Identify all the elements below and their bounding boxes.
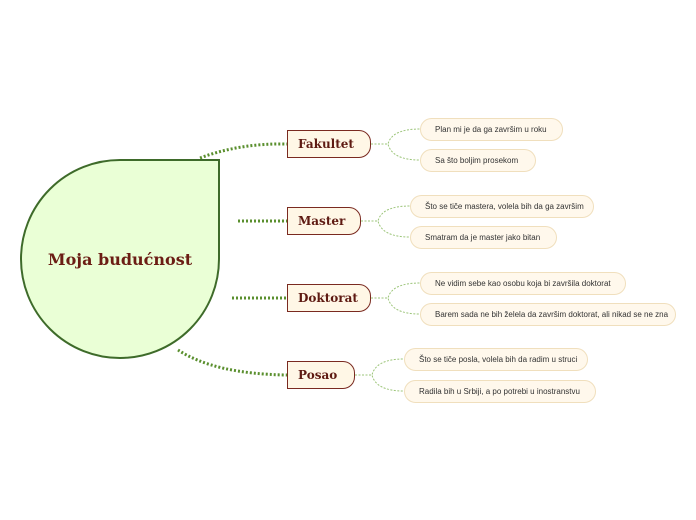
leaf-label: Radila bih u Srbiji, a po potrebi u inos… — [419, 387, 580, 396]
leaf-label: Što se tiče posla, volela bih da radim u… — [419, 355, 578, 364]
leaf-master-1[interactable]: Što se tiče mastera, volela bih da ga za… — [410, 195, 594, 218]
connector-fakultet-leaf-2 — [371, 143, 421, 161]
central-topic[interactable]: Moja budućnost — [20, 159, 220, 359]
leaf-posao-1[interactable]: Što se tiče posla, volela bih da radim u… — [404, 348, 588, 371]
leaf-doktorat-2[interactable]: Barem sada ne bih želela da završim dokt… — [420, 303, 676, 326]
leaf-label: Barem sada ne bih želela da završim dokt… — [435, 310, 669, 319]
branch-label: Fakultet — [298, 137, 354, 151]
leaf-fakultet-2[interactable]: Sa što boljim prosekom — [420, 149, 536, 172]
connector-master-leaf-1 — [361, 205, 411, 222]
leaf-label: Plan mi je da ga završim u roku — [435, 125, 547, 134]
leaf-posao-2[interactable]: Radila bih u Srbiji, a po potrebi u inos… — [404, 380, 596, 403]
branch-label: Posao — [298, 368, 338, 382]
connector-posao-leaf-1 — [355, 358, 405, 376]
branch-label: Master — [298, 214, 346, 228]
leaf-label: Smatram da je master jako bitan — [425, 233, 541, 242]
central-topic-label: Moja budućnost — [47, 249, 193, 269]
connector-fakultet — [199, 142, 288, 160]
branch-doktorat[interactable]: Doktorat — [287, 284, 371, 312]
connector-posao-leaf-2 — [355, 374, 405, 392]
branch-label: Doktorat — [298, 291, 358, 305]
leaf-label: Ne vidim sebe kao osobu koja bi završila… — [435, 279, 611, 288]
connector-posao — [177, 348, 288, 377]
branch-fakultet[interactable]: Fakultet — [287, 130, 371, 158]
branch-master[interactable]: Master — [287, 207, 361, 235]
leaf-label: Što se tiče mastera, volela bih da ga za… — [425, 202, 584, 211]
leaf-fakultet-1[interactable]: Plan mi je da ga završim u roku — [420, 118, 563, 141]
leaf-master-2[interactable]: Smatram da je master jako bitan — [410, 226, 557, 249]
connector-doktorat-leaf-1 — [371, 282, 421, 299]
connector-master-leaf-2 — [361, 220, 411, 238]
leaf-doktorat-1[interactable]: Ne vidim sebe kao osobu koja bi završila… — [420, 272, 626, 295]
connector-fakultet-leaf-1 — [371, 128, 421, 145]
branch-posao[interactable]: Posao — [287, 361, 355, 389]
connector-doktorat-leaf-2 — [371, 297, 421, 315]
leaf-label: Sa što boljim prosekom — [435, 156, 519, 165]
